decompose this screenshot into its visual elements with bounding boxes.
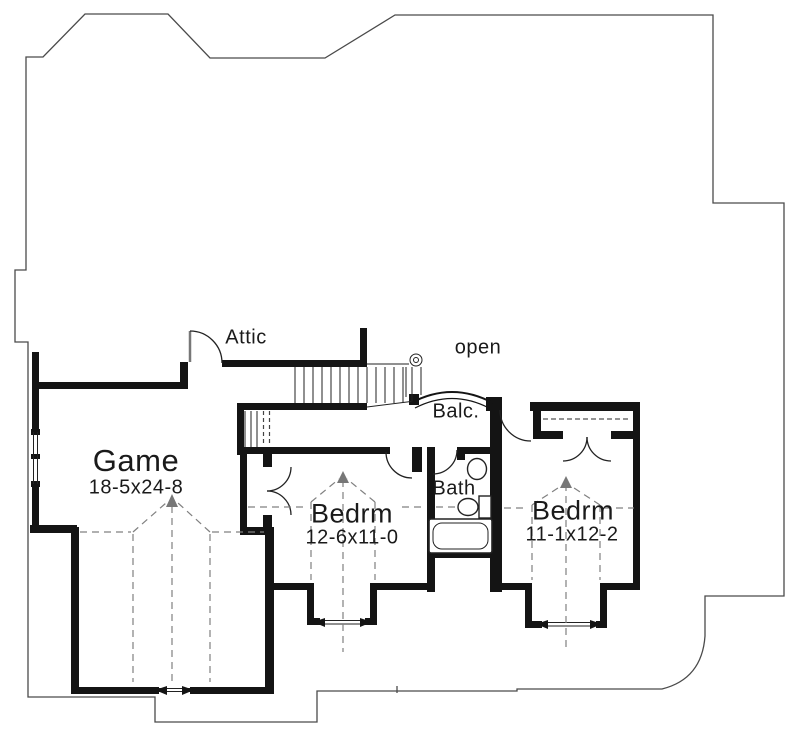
vault-arrows (166, 471, 572, 507)
wall-bay2-bottom-left (525, 621, 542, 628)
window-tick (31, 429, 40, 435)
bedroom2-label: Bedrm (531, 495, 615, 526)
wall-closet1-front-top (263, 450, 272, 467)
toilet-icon (457, 497, 479, 517)
wall-bedroom2-top (530, 402, 640, 411)
stair-volute-icon (409, 353, 423, 367)
balcony-label: Balc. (432, 400, 480, 423)
wall-bedroom1-bottom-right (377, 583, 435, 590)
window-tick (31, 454, 40, 459)
sink-icon (466, 457, 488, 481)
closet1-door-arc (266, 466, 292, 492)
wall-bath-bottom (427, 551, 502, 558)
bedroom2-dimensions: 11-1x12-2 (525, 523, 619, 546)
ceiling-dashed-lines (80, 418, 634, 682)
balcony-arch (410, 391, 494, 409)
wall-attic-jamb (180, 362, 188, 389)
wall-stair-bottom (237, 403, 367, 410)
wall-bedroom2-bottom-left (497, 583, 525, 590)
wall-game-top (33, 382, 187, 389)
game-room-dimensions: 18-5x24-8 (88, 476, 184, 499)
wall-game-bottom-right (190, 687, 274, 694)
wall-bay1-bottom-left (307, 618, 320, 625)
wall-bay2-left (525, 583, 532, 628)
window-tick (31, 481, 40, 487)
stairwell-dashed-lines (262, 411, 271, 446)
wall-bay2-right (600, 583, 607, 628)
roof-outline (14, 13, 785, 723)
wall-bedroom1-top (237, 447, 390, 454)
wall-game-left-upper (32, 352, 39, 432)
closet1-door-arc (266, 490, 292, 516)
wall-door-stud (412, 447, 422, 472)
bathtub-icon (432, 522, 489, 550)
attic-label: Attic (225, 326, 267, 349)
wall-bath-right (490, 400, 502, 592)
bedroom1-door-arc (385, 451, 413, 479)
arch-pier-left (409, 394, 419, 405)
open-label: open (454, 336, 502, 359)
bedroom1-label: Bedrm (310, 498, 394, 529)
wall-stair-top (222, 360, 367, 367)
wall-stair-stub (360, 328, 367, 367)
wall-game-right (265, 527, 274, 694)
wall-bath-stub (457, 447, 465, 460)
staircase (244, 353, 423, 447)
stair-volute-icon (413, 357, 419, 363)
toilet-icon (478, 495, 492, 519)
wall-bay2-bottom-right (596, 621, 607, 628)
wall-bedroom1-bottom-left (267, 583, 307, 590)
bath-fixtures (428, 457, 493, 554)
wall-bay1-right (370, 583, 377, 625)
wall-bedroom2-bottom-right (600, 583, 640, 590)
wall-closet2-side (533, 411, 541, 432)
wall-closet1-back (240, 447, 247, 529)
wall-bedroom2-right (633, 402, 640, 590)
wall-bay1-bottom-right (365, 618, 377, 625)
game-room-label: Game (92, 443, 180, 478)
doors (188, 330, 612, 516)
wall-closet2-front-left (533, 431, 563, 439)
wall-closet2-front-right (611, 431, 640, 439)
bedroom2-door-arc (499, 409, 532, 442)
closet2-door-arc (586, 436, 612, 462)
wall-game-bottom-left (71, 687, 159, 694)
wall-game-left-lower (71, 527, 79, 694)
walls (30, 328, 640, 694)
wall-closet1-front-bottom (263, 515, 272, 529)
bath-door-arc (432, 449, 458, 475)
wall-game-left-mid (32, 484, 39, 527)
arch-pier-right (486, 397, 502, 411)
bedroom1-dimensions: 12-6x11-0 (305, 526, 399, 549)
bath-label: Bath (432, 477, 476, 500)
wall-bay1-left (307, 583, 314, 625)
wall-game-step (30, 525, 77, 533)
window-arrows (155, 618, 602, 695)
closet2-door-arc (562, 436, 588, 462)
wall-closet1-bottom (240, 527, 272, 535)
wall-bath-top (457, 447, 490, 454)
wall-stairwell-left (237, 403, 244, 455)
attic-door-arc (189, 330, 223, 364)
